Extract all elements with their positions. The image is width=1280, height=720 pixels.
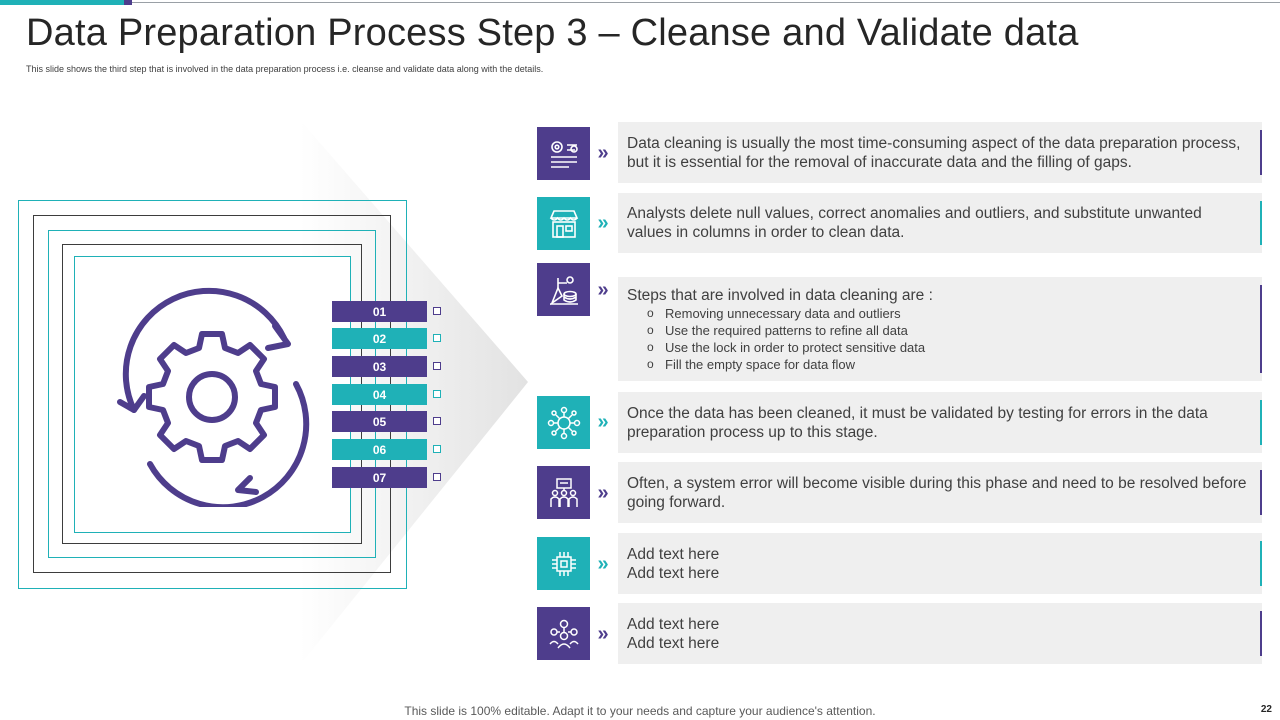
team-presentation-icon bbox=[537, 466, 590, 519]
text-panel-1: Data cleaning is usually the most time-c… bbox=[618, 122, 1262, 183]
page-number: 22 bbox=[1260, 704, 1272, 715]
page-title: Data Preparation Process Step 3 – Cleans… bbox=[26, 12, 1079, 54]
bullet-marker: o bbox=[647, 339, 654, 354]
store-icon bbox=[537, 197, 590, 250]
bullet-marker: o bbox=[647, 322, 654, 337]
list-item-text: Removing unnecessary data and outliers bbox=[665, 305, 901, 321]
step-tag-04: 04 bbox=[332, 384, 427, 405]
data-settings-icon bbox=[537, 127, 590, 180]
item-3-text: Steps that are involved in data cleaning… bbox=[627, 286, 933, 304]
item-7-line-2: Add text here bbox=[627, 634, 720, 652]
list-item: o Use the required patterns to refine all… bbox=[627, 322, 1248, 339]
item-4-text: Once the data has been cleaned, it must … bbox=[627, 404, 1208, 441]
step-tag-07: 07 bbox=[332, 467, 427, 488]
step-marker-05 bbox=[433, 417, 441, 425]
coins-analysis-icon bbox=[537, 263, 590, 316]
item-1-text: Data cleaning is usually the most time-c… bbox=[627, 134, 1241, 171]
people-network-icon bbox=[537, 607, 590, 660]
bullet-marker: o bbox=[647, 356, 654, 371]
chevron-icon: » bbox=[597, 279, 609, 301]
text-panel-4: Once the data has been cleaned, it must … bbox=[618, 392, 1262, 453]
chevron-icon: » bbox=[597, 411, 609, 433]
list-item: o Fill the empty space for data flow bbox=[627, 356, 1248, 373]
top-accent-teal bbox=[0, 0, 124, 5]
item-5-text: Often, a system error will become visibl… bbox=[627, 474, 1247, 511]
item-2-text: Analysts delete null values, correct ano… bbox=[627, 205, 1202, 241]
gear-cycle-icon bbox=[100, 282, 325, 511]
step-tag-05: 05 bbox=[332, 411, 427, 432]
step-tag-03: 03 bbox=[332, 356, 427, 377]
footer-note: This slide is 100% editable. Adapt it to… bbox=[404, 704, 876, 718]
chevron-icon: » bbox=[597, 623, 609, 645]
chevron-icon: » bbox=[597, 142, 609, 164]
chevron-icon: » bbox=[597, 553, 609, 575]
text-panel-3: Steps that are involved in data cleaning… bbox=[618, 277, 1262, 381]
chevron-icon: » bbox=[597, 482, 609, 504]
panel-edge bbox=[1260, 285, 1262, 373]
list-item-text: Use the lock in order to protect sensiti… bbox=[665, 339, 926, 355]
panel-edge bbox=[1260, 611, 1262, 656]
step-marker-04 bbox=[433, 390, 441, 398]
panel-edge bbox=[1260, 400, 1262, 445]
list-item-text: Fill the empty space for data flow bbox=[665, 356, 856, 372]
step-tag-01: 01 bbox=[332, 301, 427, 322]
item-6-line-1: Add text here bbox=[627, 545, 720, 563]
text-panel-5: Often, a system error will become visibl… bbox=[618, 462, 1262, 523]
panel-edge bbox=[1260, 470, 1262, 515]
text-panel-7: Add text here Add text here bbox=[618, 603, 1262, 664]
chip-icon bbox=[537, 537, 590, 590]
step-marker-02 bbox=[433, 334, 441, 342]
top-rule bbox=[132, 2, 1280, 3]
item-7-line-1: Add text here bbox=[627, 615, 720, 633]
step-marker-06 bbox=[433, 445, 441, 453]
panel-edge bbox=[1260, 541, 1262, 586]
top-accent-purple bbox=[124, 0, 132, 5]
chevron-icon: » bbox=[597, 212, 609, 234]
step-marker-03 bbox=[433, 362, 441, 370]
bullet-marker: o bbox=[647, 305, 654, 320]
item-6-line-2: Add text here bbox=[627, 564, 720, 582]
list-item-text: Use the required patterns to refine all … bbox=[665, 322, 908, 338]
network-icon bbox=[537, 396, 590, 449]
frame-inner bbox=[74, 256, 351, 533]
panel-edge bbox=[1260, 130, 1262, 175]
list-item: o Removing unnecessary data and outliers bbox=[627, 305, 1248, 322]
step-marker-07 bbox=[433, 473, 441, 481]
step-tag-02: 02 bbox=[332, 328, 427, 349]
text-panel-6: Add text here Add text here bbox=[618, 533, 1262, 594]
page-subtitle: This slide shows the third step that is … bbox=[26, 64, 544, 74]
step-tag-06: 06 bbox=[332, 439, 427, 460]
step-marker-01 bbox=[433, 307, 441, 315]
list-item: o Use the lock in order to protect sensit… bbox=[627, 339, 1248, 356]
panel-edge bbox=[1260, 201, 1262, 245]
text-panel-2: Analysts delete null values, correct ano… bbox=[618, 193, 1262, 253]
